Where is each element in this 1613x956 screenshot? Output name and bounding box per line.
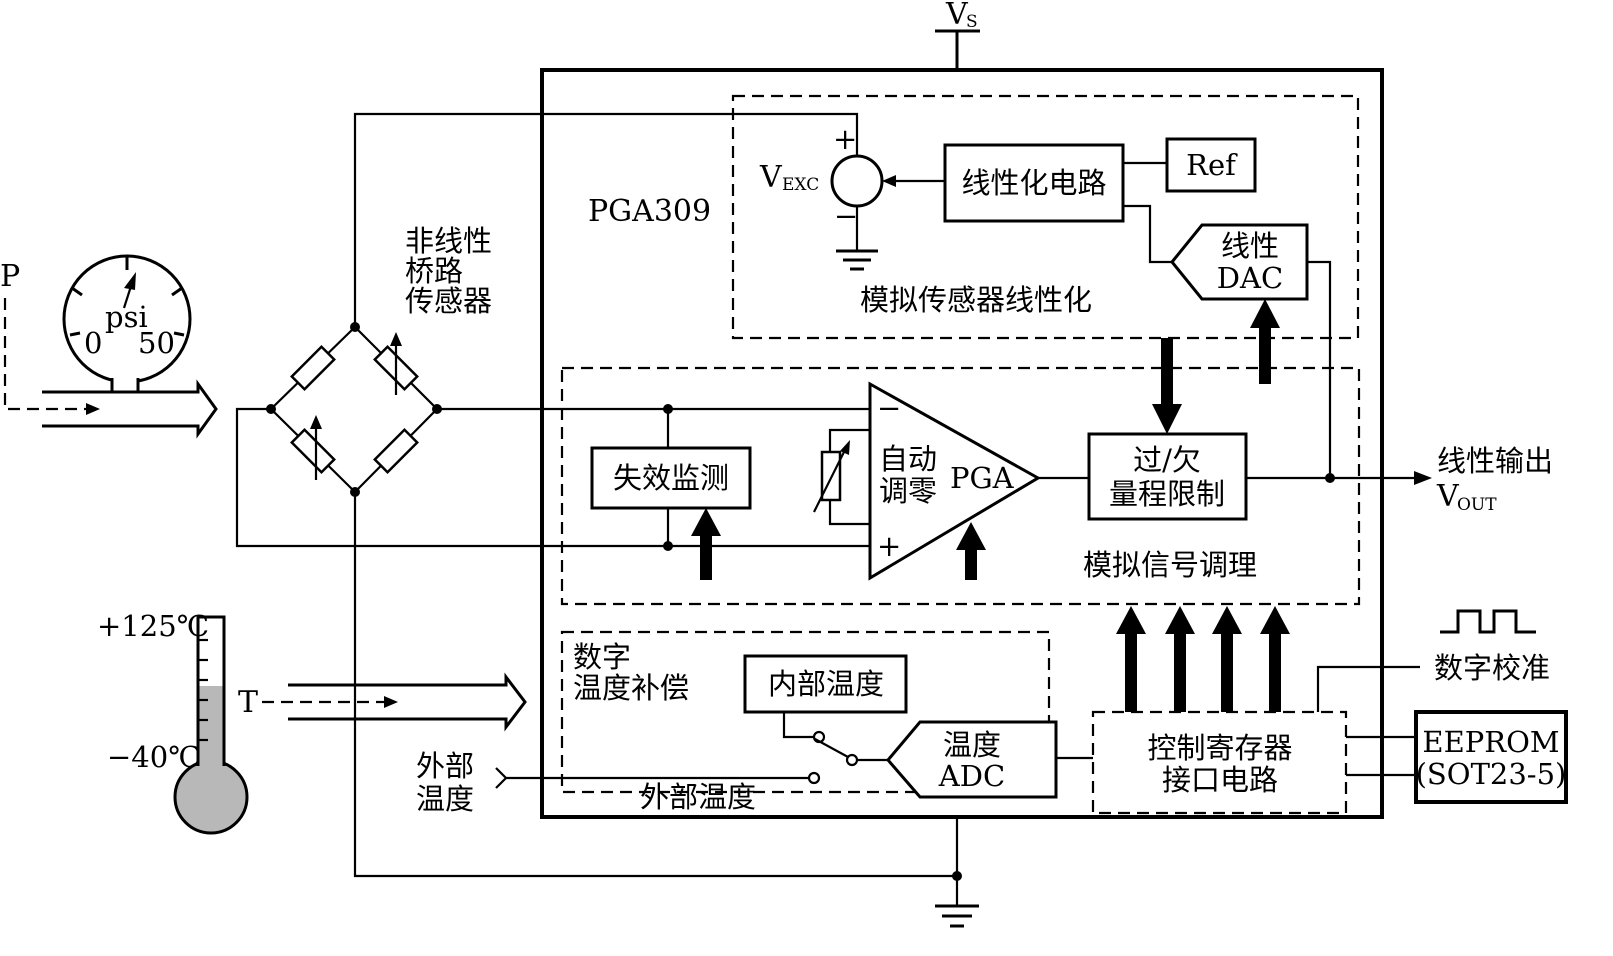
sensor-label-2: 桥路 — [405, 254, 463, 288]
control-label-2: 接口电路 — [1162, 763, 1278, 797]
pga-minus: − — [877, 391, 901, 425]
adc-label-2: ADC — [938, 759, 1005, 793]
vexc-label: V — [759, 160, 783, 195]
internal-temp-label: 内部温度 — [768, 667, 884, 701]
vout-sub: OUT — [1457, 495, 1497, 515]
dac-label-2: DAC — [1217, 261, 1283, 295]
linear-circuit-label: 线性化电路 — [961, 166, 1106, 200]
temp-section-label-2: 温度补偿 — [573, 671, 689, 705]
sensor-label-3: 传感器 — [405, 284, 492, 318]
output-label: 线性输出 — [1437, 444, 1553, 478]
internal-temp-box — [743, 654, 908, 714]
scale-max: 50 — [138, 326, 175, 360]
junction-dot — [663, 541, 673, 551]
thermo-max-label: +125℃ — [97, 609, 209, 643]
eeprom-label-1: EEPROM — [1422, 725, 1559, 759]
vexc-minus: − — [834, 199, 858, 233]
pga-triangle — [868, 381, 1042, 581]
digital-cal-label: 数字校准 — [1434, 651, 1550, 685]
fault-monitor-box — [590, 446, 752, 510]
linearization-section — [731, 94, 1360, 340]
psi-label: psi — [105, 300, 148, 334]
linear-circuit-box — [943, 143, 1125, 223]
ext-input-label-1: 外部 — [416, 749, 474, 783]
chip-name: PGA309 — [588, 194, 711, 229]
pulse-waveform-icon — [1440, 609, 1536, 634]
pressure-gauge: psi 0 50 — [62, 254, 192, 392]
conditioning-section — [560, 366, 1361, 606]
dac-label-1: 线性 — [1221, 229, 1279, 263]
output-arrow — [1414, 471, 1432, 485]
pga-plus: + — [877, 529, 901, 563]
vexc-plus: + — [833, 122, 857, 156]
eeprom-box — [1414, 710, 1568, 804]
thermo-min-label: −40℃ — [107, 740, 201, 774]
thermo-t-label: T — [238, 685, 258, 720]
sensor-label-1: 非线性 — [405, 224, 492, 258]
scale-zero: 0 — [84, 326, 102, 360]
control-register-box — [1091, 710, 1348, 815]
vexc-ground-icon — [836, 249, 878, 271]
ext-temp-input-icon — [495, 767, 508, 789]
supply-s-sub: S — [966, 12, 978, 32]
thermometer — [173, 615, 249, 835]
pressure-arrow — [3, 298, 218, 439]
linear-dac-shape — [1170, 223, 1309, 301]
linearization-section-label: 模拟传感器线性化 — [860, 283, 1092, 317]
ext-temp-label: 外部温度 — [640, 780, 756, 814]
junction-dot — [663, 404, 673, 414]
vexc-source: + − V EXC — [759, 122, 896, 233]
pga-label: PGA — [950, 461, 1015, 495]
junction-dot — [952, 871, 962, 881]
pressure-p-label: P — [0, 259, 20, 294]
adc-label-1: 温度 — [943, 728, 1001, 762]
supply-terminal: V S — [935, 0, 980, 70]
ref-label: Ref — [1186, 148, 1238, 182]
range-limit-box — [1087, 432, 1248, 521]
autozero-label-1: 自动 — [879, 442, 937, 476]
supply-v-label: V — [945, 0, 969, 32]
output-node — [1325, 473, 1335, 483]
wires — [235, 112, 1422, 906]
control-arrows — [691, 299, 1290, 712]
eeprom-label-2: (SOT23-5) — [1416, 757, 1567, 791]
temp-adc-shape — [886, 720, 1058, 799]
limit-label-1: 过/欠 — [1133, 443, 1201, 477]
ref-box — [1165, 137, 1257, 193]
conditioning-section-label: 模拟信号调理 — [1083, 548, 1257, 582]
chip-outline — [540, 68, 1384, 819]
autozero-label-2: 调零 — [879, 474, 937, 508]
temperature-arrow — [262, 672, 527, 732]
ground-icon — [935, 904, 979, 928]
fault-monitor-label: 失效监测 — [613, 461, 729, 495]
vexc-sub: EXC — [782, 175, 819, 195]
limit-label-2: 量程限制 — [1109, 477, 1225, 511]
temp-switch — [807, 730, 859, 785]
control-label-1: 控制寄存器 — [1147, 731, 1292, 765]
autozero-pot-icon — [813, 428, 870, 526]
ext-input-label-2: 温度 — [416, 782, 474, 816]
temp-section-label-1: 数字 — [573, 640, 631, 674]
bridge-sensor — [266, 322, 442, 497]
vout-label: V — [1436, 479, 1460, 514]
